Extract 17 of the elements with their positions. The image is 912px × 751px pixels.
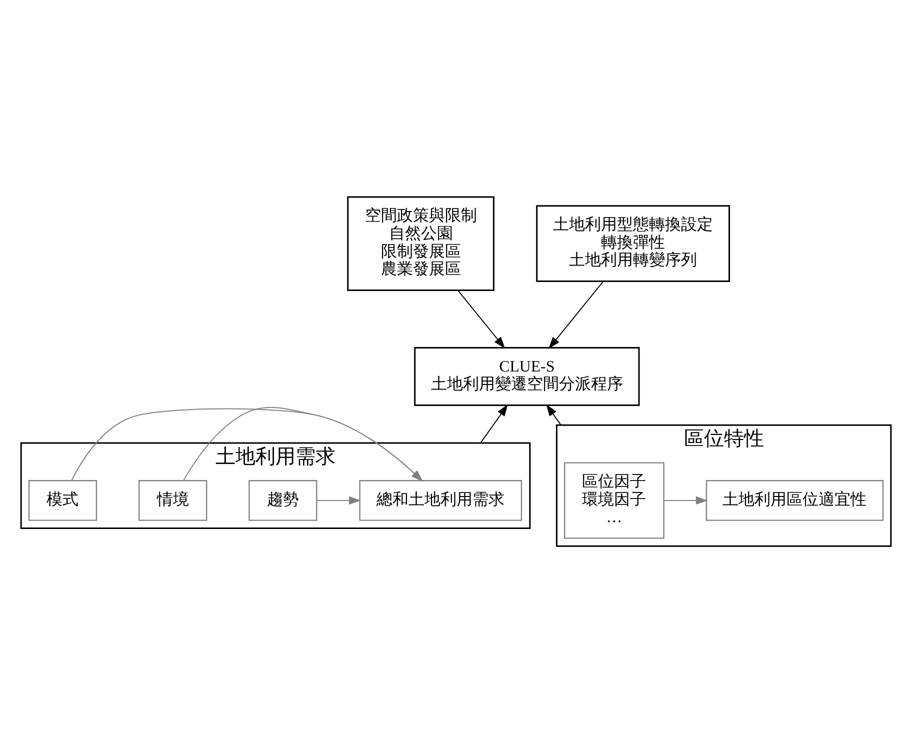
arrow bbox=[316, 496, 361, 505]
node-box: 土地利用區位適宜性 bbox=[706, 480, 884, 521]
arrow bbox=[546, 404, 562, 426]
arrow bbox=[183, 406, 423, 482]
node-box: CLUE-S 土地利用變遷空間分派程序 bbox=[414, 346, 640, 406]
node-box: 空間政策與限制 自然公園 限制發展區 農業發展區 bbox=[347, 196, 494, 291]
arrow bbox=[457, 290, 506, 349]
arrow bbox=[548, 280, 604, 349]
node-box: 總和土地利用需求 bbox=[359, 480, 522, 521]
node-box: 情境 bbox=[138, 480, 208, 521]
node-box: 土地利用型態轉換設定 轉換彈性 土地利用轉變序列 bbox=[536, 205, 730, 282]
arrow bbox=[663, 496, 708, 505]
arrow bbox=[480, 404, 508, 444]
arrow bbox=[71, 408, 423, 482]
node-box: 趨勢 bbox=[248, 480, 318, 521]
node-box: 區位因子 環境因子 … bbox=[564, 462, 664, 539]
node-box: 模式 bbox=[28, 480, 98, 521]
